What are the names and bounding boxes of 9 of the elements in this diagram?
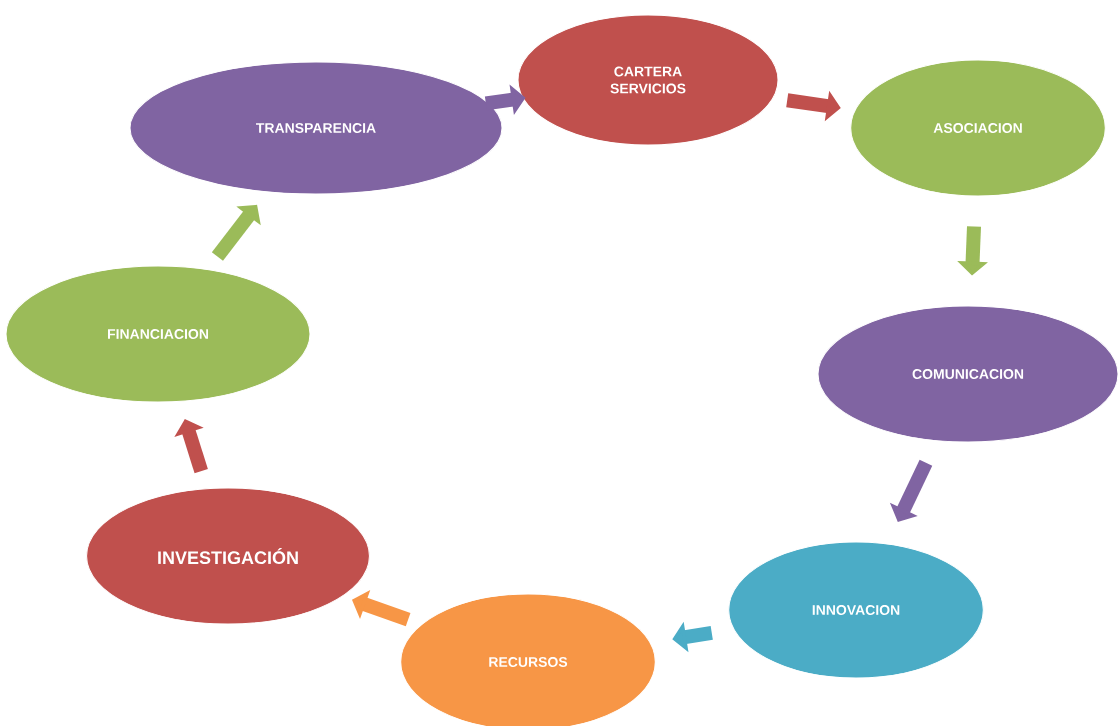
ellipse-node: INNOVACION: [728, 541, 984, 679]
ellipse-node: TRANSPARENCIA: [129, 61, 503, 195]
ellipse-node: CARTERA SERVICIOS: [517, 14, 779, 146]
ellipse-node: ASOCIACION: [850, 59, 1106, 197]
ellipse-node: COMUNICACION: [817, 305, 1119, 443]
ellipse-node: RECURSOS: [400, 593, 656, 726]
ellipse-node: FINANCIACION: [5, 265, 311, 403]
block-arrow: [174, 419, 208, 474]
ellipse-node: INVESTIGACIÓN: [86, 487, 370, 625]
